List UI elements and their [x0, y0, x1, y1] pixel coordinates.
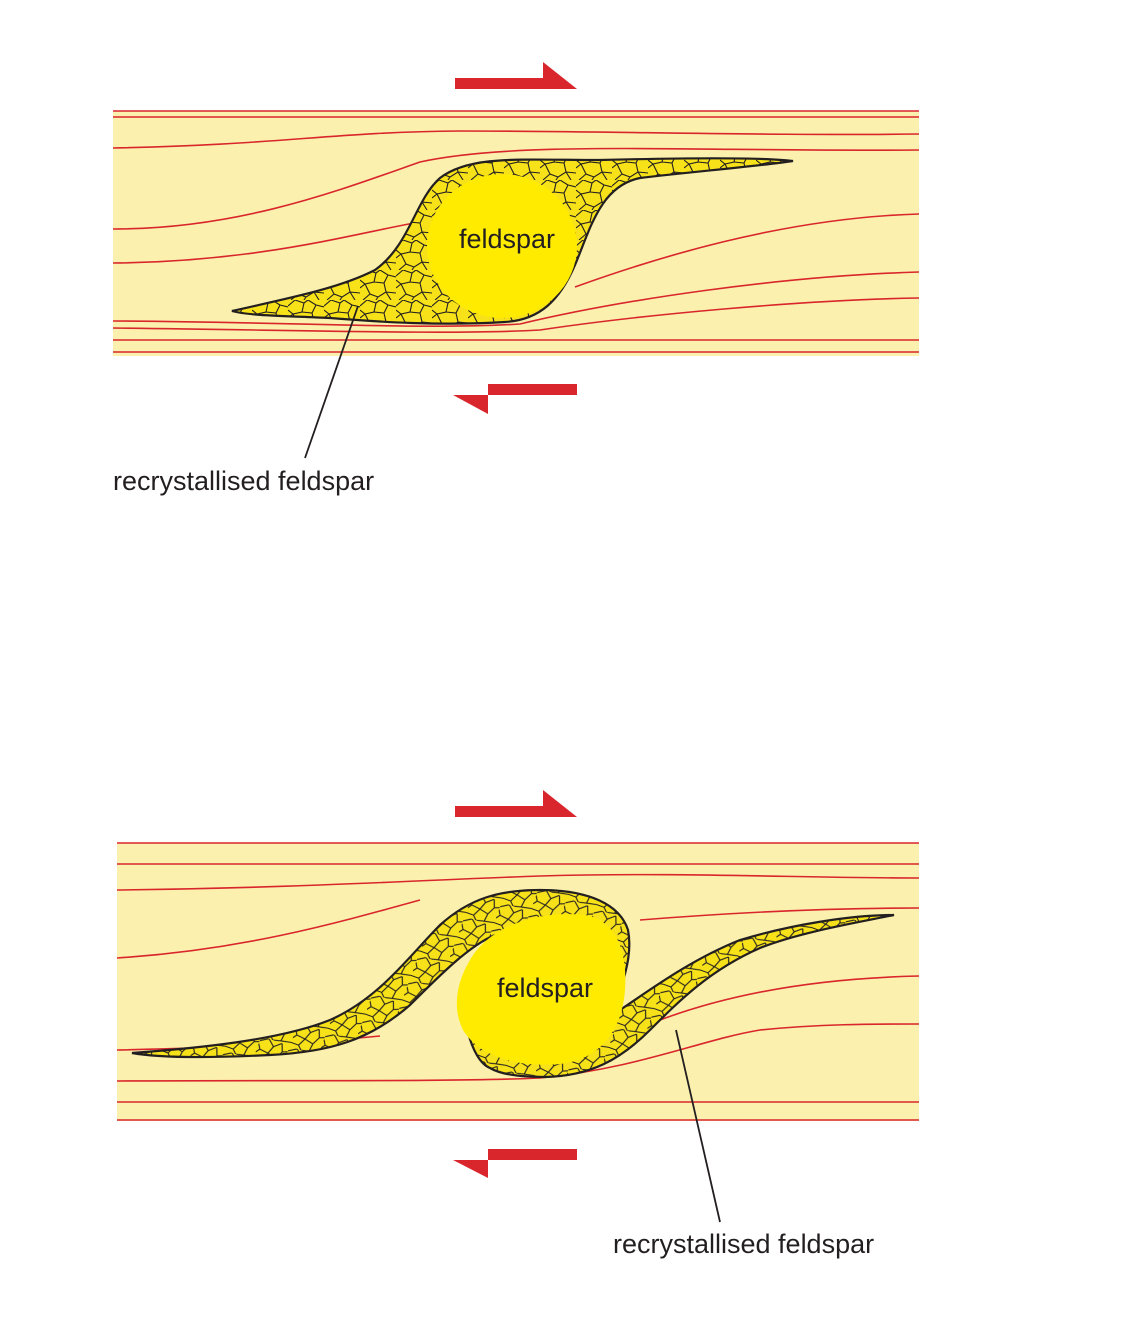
- top-shear-arrow-right: [455, 62, 577, 89]
- feldspar-core: [427, 174, 577, 318]
- bottom-shear-arrow-left: [453, 1149, 577, 1178]
- callout-leader-line: [304, 305, 359, 459]
- feldspar-core-label: feldspar: [459, 224, 555, 254]
- top-diagram: feldspar recrystallised feldspar: [112, 62, 920, 496]
- callout-label: recrystallised feldspar: [613, 1229, 874, 1259]
- foliation-lines: [112, 110, 920, 353]
- bottom-shear-arrow-left: [453, 384, 577, 414]
- top-shear-arrow-right: [455, 790, 577, 817]
- callout-label: recrystallised feldspar: [113, 466, 374, 496]
- feldspar-core-label: feldspar: [497, 973, 593, 1003]
- callout-leader-line: [675, 1029, 721, 1223]
- feldspar-core: [456, 914, 626, 1065]
- bottom-diagram: feldspar recrystallised feldspar: [116, 790, 920, 1259]
